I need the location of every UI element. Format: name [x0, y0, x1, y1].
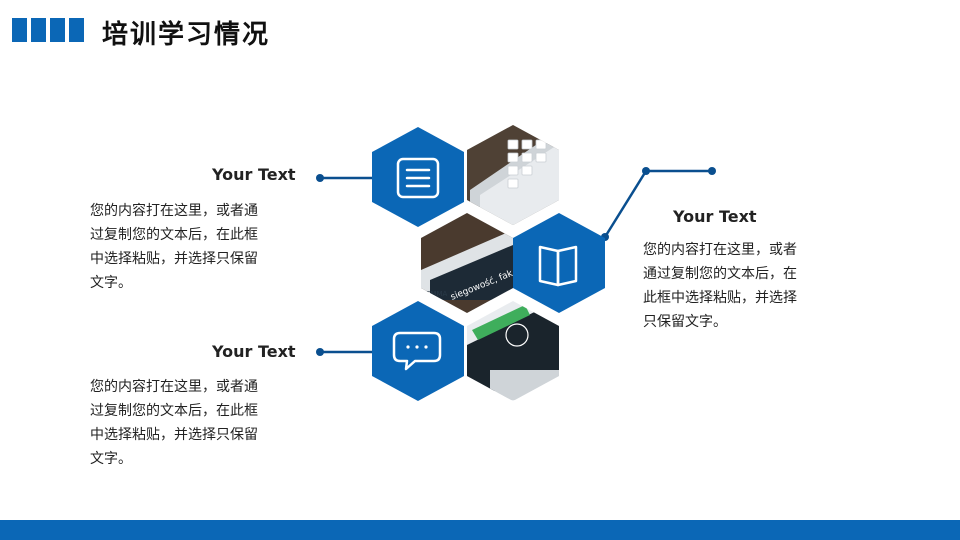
title-mark [50, 18, 65, 42]
block-3-text: 您的内容打在这里，或者 通过复制您的文本后，在 此框中选择粘贴，并选择 只保留文… [643, 238, 797, 334]
block-2-heading: Your Text [212, 342, 296, 361]
text-line: 中选择粘贴，并选择只保留 [90, 427, 258, 443]
photo-keyboard [467, 125, 559, 225]
hexagon-chat [372, 301, 464, 401]
connector-right [601, 167, 716, 241]
document-icon [396, 157, 440, 199]
title-mark [31, 18, 46, 42]
block-1-heading: Your Text [212, 165, 296, 184]
title-decoration [12, 18, 84, 42]
hexagon-document [372, 127, 464, 227]
page-title: 培训学习情况 [102, 20, 271, 50]
chat-icon [392, 331, 442, 371]
hexagon-book [513, 213, 605, 313]
block-3-heading: Your Text [673, 207, 757, 226]
text-line: 通过复制您的文本后，在 [643, 266, 797, 282]
text-line: 只保留文字。 [643, 314, 727, 330]
connector-top-left [316, 174, 372, 182]
text-line: 您的内容打在这里，或者通 [90, 203, 258, 219]
photo-brand-text: EMMA [426, 290, 448, 298]
title-mark [12, 18, 27, 42]
text-line: 文字。 [90, 275, 132, 291]
footer-bar [0, 520, 960, 540]
photo-tablet: EMMA siegowość, fak [421, 213, 513, 313]
block-1-text: 您的内容打在这里，或者通 过复制您的文本后，在此框 中选择粘贴，并选择只保留 文… [90, 199, 258, 295]
text-line: 您的内容打在这里，或者通 [90, 379, 258, 395]
text-line: 此框中选择粘贴，并选择 [643, 290, 797, 306]
title-mark [69, 18, 84, 42]
text-line: 过复制您的文本后，在此框 [90, 227, 258, 243]
text-line: 过复制您的文本后，在此框 [90, 403, 258, 419]
block-2-text: 您的内容打在这里，或者通 过复制您的文本后，在此框 中选择粘贴，并选择只保留 文… [90, 375, 258, 471]
book-icon [538, 245, 578, 287]
connector-bottom-left [316, 348, 372, 356]
text-line: 文字。 [90, 451, 132, 467]
text-line: 您的内容打在这里，或者 [643, 242, 797, 258]
text-line: 中选择粘贴，并选择只保留 [90, 251, 258, 267]
photo-phone [467, 301, 559, 401]
